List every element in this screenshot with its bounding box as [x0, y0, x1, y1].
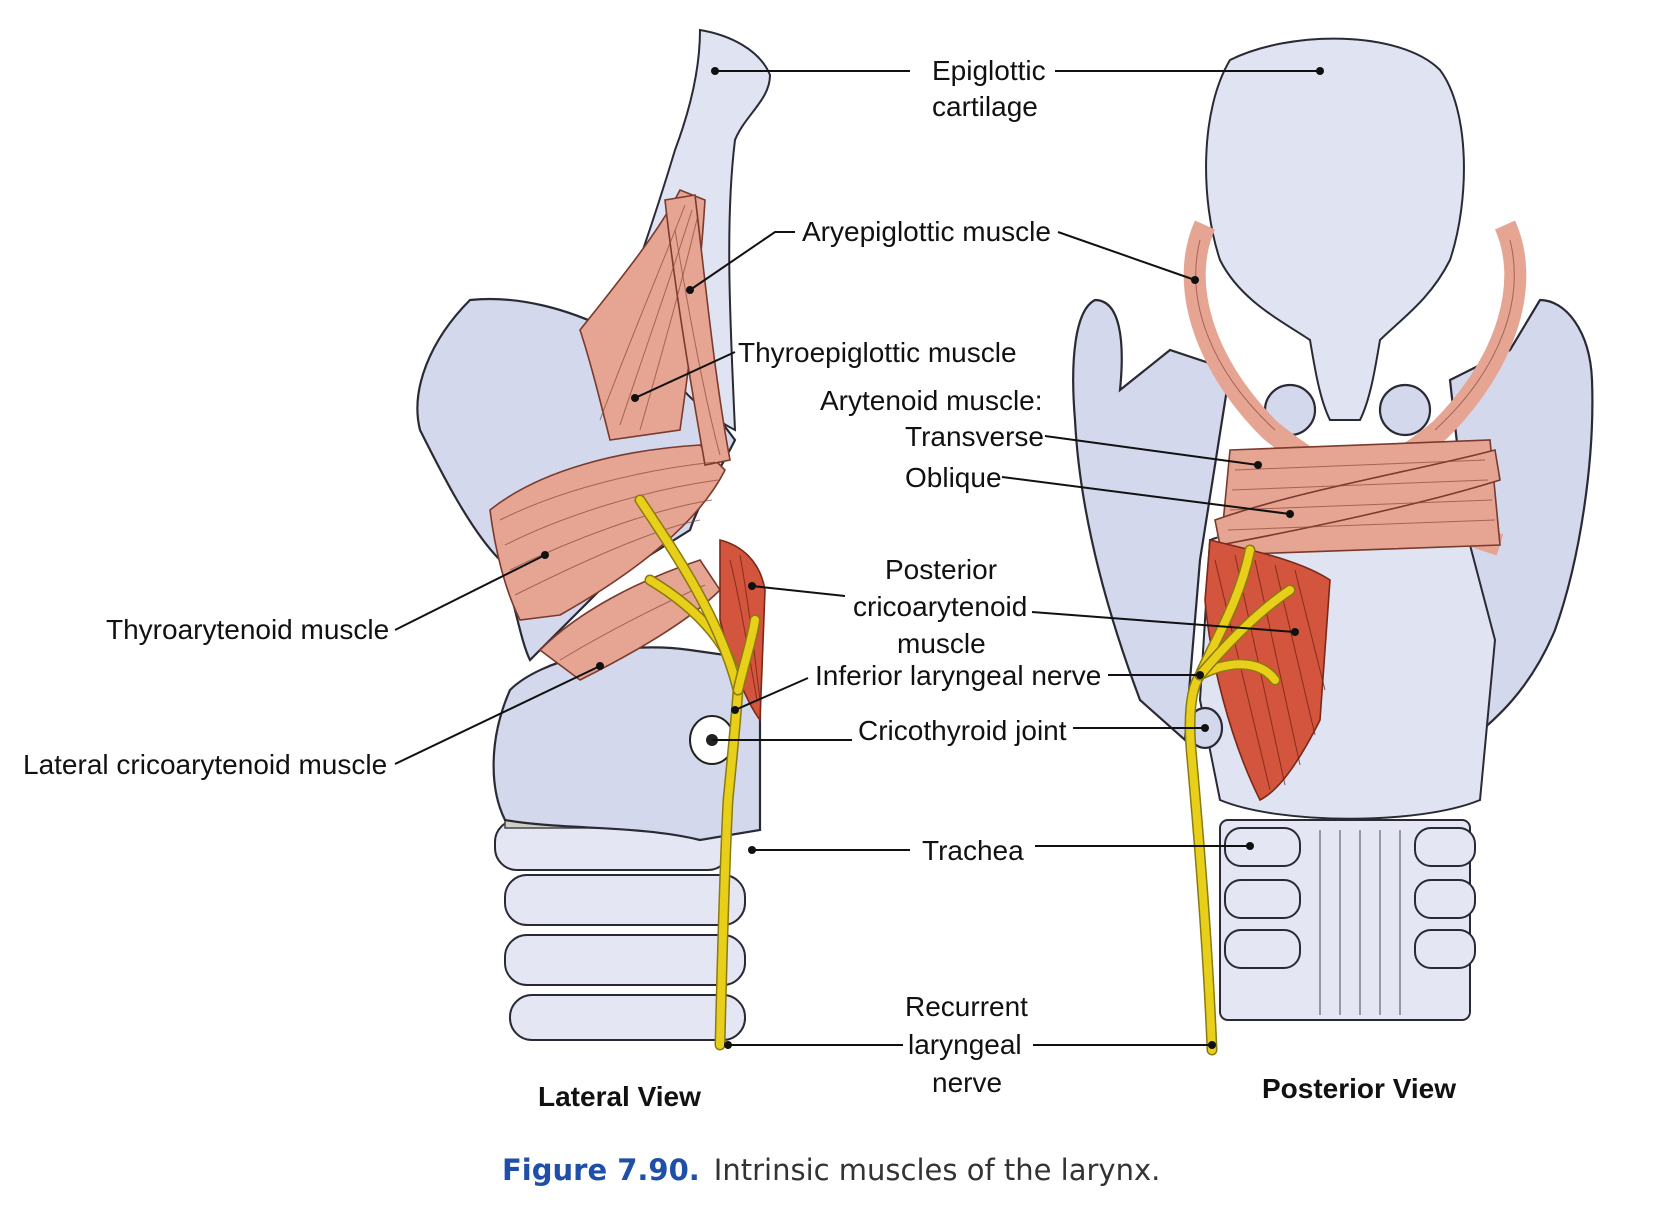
label-thyroarytenoid: Thyroarytenoid muscle	[106, 614, 389, 645]
label-transverse: Transverse	[905, 421, 1044, 452]
label-oblique: Oblique	[905, 462, 1002, 493]
label-thyroepiglottic: Thyroepiglottic muscle	[738, 337, 1017, 368]
lateral-view-illustration	[416, 28, 772, 1051]
label-trachea: Trachea	[922, 835, 1024, 866]
figure-number: Figure 7.90.	[502, 1153, 700, 1187]
label-recurrent-line2: laryngeal	[908, 1029, 1022, 1060]
label-recurrent-line3: nerve	[932, 1067, 1002, 1098]
posterior-right-arytenoid	[1378, 383, 1432, 437]
lateral-trachea	[494, 809, 746, 1041]
posterior-thyroid-cartilage	[1072, 298, 1232, 743]
label-recurrent-line1: Recurrent	[905, 991, 1028, 1022]
posterior-trachea	[1219, 819, 1476, 1021]
lateral-muscle-fibers	[499, 204, 761, 701]
label-lateral-crico: Lateral cricoarytenoid muscle	[23, 749, 387, 780]
lateral-aryepiglottic-muscle	[664, 194, 731, 466]
posterior-laryngeal-nerve	[1184, 544, 1296, 1056]
lateral-laryngeal-nerve	[634, 494, 761, 1051]
posterior-view-illustration	[1072, 37, 1594, 1056]
label-posterior-crico-line1: Posterior	[885, 554, 997, 585]
label-posterior-crico-line2: cricoarytenoid	[853, 591, 1027, 622]
posterior-epiglottis	[1205, 37, 1465, 421]
label-aryepiglottic: Aryepiglottic muscle	[802, 216, 1051, 247]
posterior-oblique-arytenoid-muscle	[1214, 449, 1501, 546]
label-epiglottic-line1: Epiglottic	[932, 55, 1046, 86]
labels: Epiglottic cartilage Aryepiglottic muscl…	[23, 55, 1101, 1098]
label-cricothyroid-joint: Cricothyroid joint	[858, 715, 1067, 746]
label-inferior-laryngeal: Inferior laryngeal nerve	[815, 660, 1101, 691]
figure-caption: Figure 7.90. Intrinsic muscles of the la…	[502, 1153, 1160, 1187]
posterior-muscle-fibers	[1195, 239, 1515, 531]
figure-caption-text: Intrinsic muscles of the larynx.	[714, 1153, 1161, 1187]
label-arytenoid-heading: Arytenoid muscle:	[820, 385, 1043, 416]
posterior-view-title: Posterior View	[1262, 1073, 1456, 1104]
leader-lines	[394, 67, 1324, 1049]
lateral-view-title: Lateral View	[538, 1081, 701, 1112]
label-posterior-crico-line3: muscle	[897, 628, 986, 659]
label-epiglottic-line2: cartilage	[932, 91, 1038, 122]
